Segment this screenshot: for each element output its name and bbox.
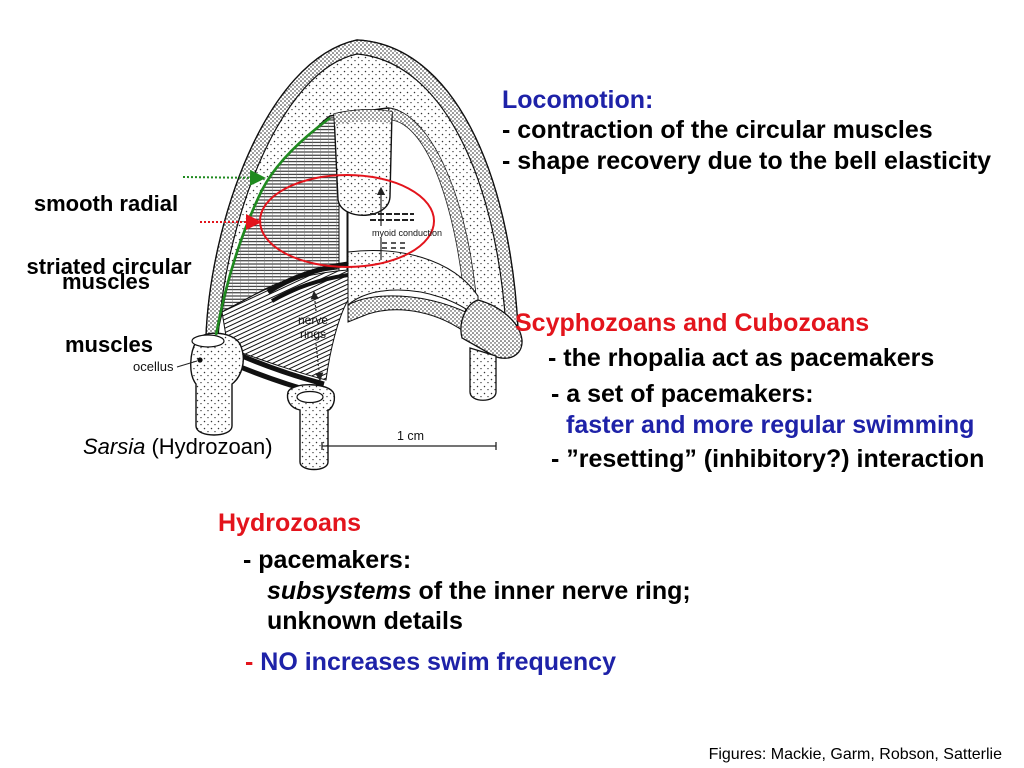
figure-caption: Sarsia (Hydrozoan) (83, 434, 273, 460)
resetting-point: - ”resetting” (inhibitory?) interaction (551, 445, 985, 473)
scyphozoans-cubozoans-heading: Scyphozoans and Cubozoans (515, 309, 870, 337)
nerve-rings-arrow-up (310, 290, 319, 312)
locomotion-point-shape-recovery: - shape recovery due to the bell elastic… (502, 147, 992, 175)
figure-caption-group: (Hydrozoan) (145, 434, 273, 459)
scale-bar-label: 1 cm (397, 429, 424, 443)
hydrozoans-heading: Hydrozoans (218, 509, 362, 537)
smooth-radial-arrow (182, 169, 266, 186)
inner-nerve-ring-band-2 (270, 273, 349, 303)
striated-circular-muscles-line1: striated circular (26, 254, 192, 279)
left-tentacle-bulb (190, 332, 244, 436)
velum-upper (347, 250, 479, 320)
figure-caption-genus: Sarsia (83, 434, 146, 459)
subsystems-line: subsystems of the inner nerve ring; (267, 576, 691, 607)
ocellus-label: ocellus (133, 359, 174, 374)
unknown-details-line: unknown details (267, 607, 463, 635)
smooth-radial-muscles-line1: smooth radial (33, 191, 179, 216)
figure-credits: Figures: Mackie, Garm, Robson, Satterlie (708, 746, 1002, 763)
nerve-rings-label-line1: nerve (298, 313, 328, 327)
hydrozoans-pacemakers-point: - pacemakers: (243, 546, 412, 574)
subsystems-term: subsystems (267, 577, 412, 605)
rhopalia-point: - the rhopalia act as pacemakers (548, 344, 935, 372)
smooth-radial-muscles-line2: muscles (61, 269, 151, 294)
striated-circular-muscles-label: striated circular muscles (12, 202, 206, 410)
ocellus-spot (197, 357, 203, 363)
manubrium (333, 109, 393, 216)
locomotion-heading: Locomotion: (502, 86, 654, 114)
myoid-conduction-label: myoid conduction (372, 228, 442, 238)
center-tentacle-bulb (286, 384, 336, 471)
no-line-dash: - (245, 648, 261, 676)
right-tentacle-stub (469, 347, 497, 401)
center-bulb-ring (296, 390, 324, 404)
no-line-text: NO increases swim frequency (260, 648, 616, 676)
locomotion-point-contraction: - contraction of the circular muscles (502, 116, 933, 144)
ocellus-pointer (176, 360, 198, 368)
nerve-rings-label-line2: rings (300, 327, 326, 341)
left-bulb-cap (191, 334, 225, 348)
pacemaker-set-point: - a set of pacemakers: (551, 380, 814, 408)
manubrium-edge-shading (334, 109, 392, 126)
no-swim-frequency-line: - NO increases swim frequency (245, 647, 616, 678)
subsystems-rest: of the inner nerve ring; (411, 577, 691, 605)
inner-nerve-ring-band-1 (266, 261, 349, 295)
smooth-radial-muscles-label: smooth radial muscles (10, 139, 202, 347)
striated-circular-muscles-line2: muscles (64, 332, 154, 357)
pacemaker-set-effect: faster and more regular swimming (566, 411, 975, 439)
right-margin-bulb (460, 299, 523, 359)
smooth-radial-muscle-line (214, 116, 331, 336)
